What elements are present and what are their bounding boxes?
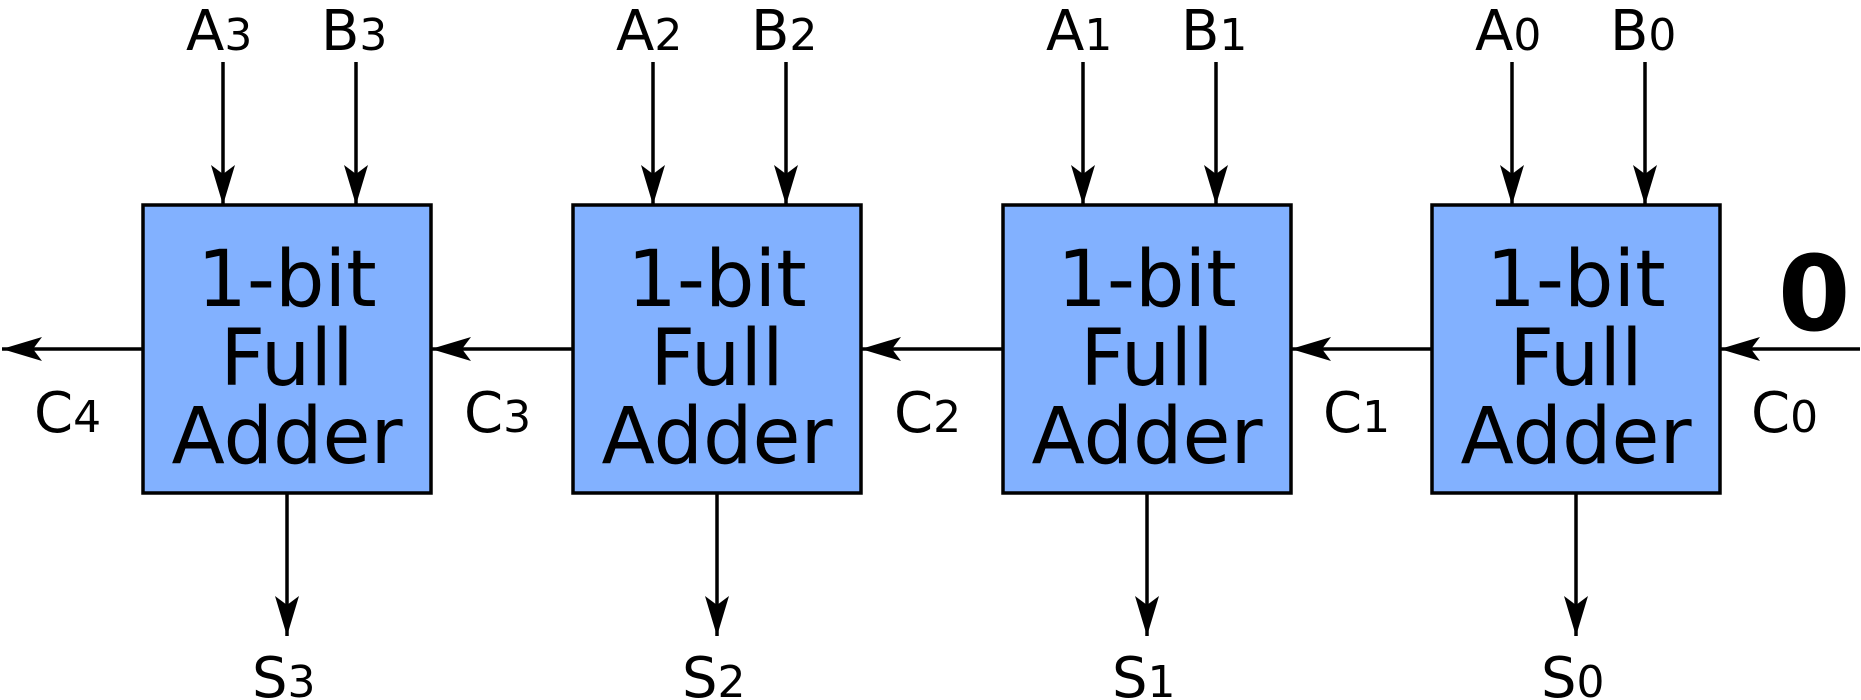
full-adder-block — [1430, 203, 1722, 495]
sum-output-label: S3 — [252, 646, 316, 700]
carry-out-label-index: 4 — [73, 392, 101, 443]
carry-in-label-letter: C — [1751, 381, 1790, 446]
sum-output-label: S2 — [682, 646, 746, 700]
b-input-label: B2 — [751, 0, 817, 64]
a-input-label-index: 3 — [224, 10, 252, 61]
full-adder-label: Adder — [601, 392, 833, 482]
sum-output-label-index: 0 — [1577, 657, 1605, 700]
a-input-label: A3 — [186, 0, 252, 64]
carry-out-label: C4 — [34, 381, 101, 446]
carry-out-label: C2 — [894, 381, 961, 446]
full-adder-label: 1-bit — [1486, 235, 1666, 325]
b-input-label: B0 — [1610, 0, 1676, 64]
full-adder-block — [141, 203, 433, 495]
b-input-label-index: 1 — [1219, 10, 1247, 61]
sum-output-label-index: 3 — [288, 657, 316, 700]
b-input-label-index: 0 — [1648, 10, 1676, 61]
a-input-label-index: 2 — [654, 10, 682, 61]
full-adder-label: 1-bit — [627, 235, 807, 325]
sum-output-label: S1 — [1112, 646, 1176, 700]
sum-output-label: S0 — [1541, 646, 1605, 700]
sum-output-label-letter: S — [682, 646, 718, 700]
b-input-label-letter: B — [1610, 0, 1648, 64]
carry-out-label-letter: C — [894, 381, 933, 446]
a-input-label-letter: A — [1046, 0, 1084, 64]
carry-in-label: C0 — [1751, 381, 1818, 446]
b-input-label: B3 — [321, 0, 387, 64]
sum-output-label-letter: S — [252, 646, 288, 700]
b-input-label-index: 3 — [359, 10, 387, 61]
a-input-label: A1 — [1046, 0, 1112, 64]
carry-out-label-index: 1 — [1362, 392, 1390, 443]
carry-out-label: C3 — [464, 381, 531, 446]
b-input-label-letter: B — [321, 0, 359, 64]
full-adder-label: Adder — [1460, 392, 1692, 482]
full-adder-label: Full — [1509, 314, 1642, 404]
a-input-label: A2 — [616, 0, 682, 64]
a-input-label: A0 — [1475, 0, 1541, 64]
full-adder-label: 1-bit — [1057, 235, 1237, 325]
sum-output-label-index: 2 — [718, 657, 746, 700]
b-input-label-index: 2 — [789, 10, 817, 61]
a-input-label-letter: A — [1475, 0, 1513, 64]
carry-out-label: C1 — [1323, 381, 1390, 446]
full-adder-label: Adder — [171, 392, 403, 482]
a-input-label-letter: A — [186, 0, 224, 64]
carry-in-value: 0 — [1778, 233, 1850, 355]
sum-output-label-index: 1 — [1148, 657, 1176, 700]
full-adder-label: Full — [1080, 314, 1213, 404]
a-input-label-letter: A — [616, 0, 654, 64]
full-adder-label: Full — [650, 314, 783, 404]
carry-in-label-index: 0 — [1790, 392, 1818, 443]
carry-out-label-letter: C — [1323, 381, 1362, 446]
b-input-label-letter: B — [1181, 0, 1219, 64]
b-input-label: B1 — [1181, 0, 1247, 64]
carry-out-label-index: 2 — [933, 392, 961, 443]
b-input-label-letter: B — [751, 0, 789, 64]
a-input-label-index: 1 — [1084, 10, 1112, 61]
full-adder-label: Full — [220, 314, 353, 404]
full-adder-label: 1-bit — [197, 235, 377, 325]
carry-out-label-letter: C — [464, 381, 503, 446]
sum-output-label-letter: S — [1541, 646, 1577, 700]
a-input-label-index: 0 — [1513, 10, 1541, 61]
full-adder-label: Adder — [1031, 392, 1263, 482]
carry-out-label-index: 3 — [503, 392, 531, 443]
carry-out-label-letter: C — [34, 381, 73, 446]
sum-output-label-letter: S — [1112, 646, 1148, 700]
